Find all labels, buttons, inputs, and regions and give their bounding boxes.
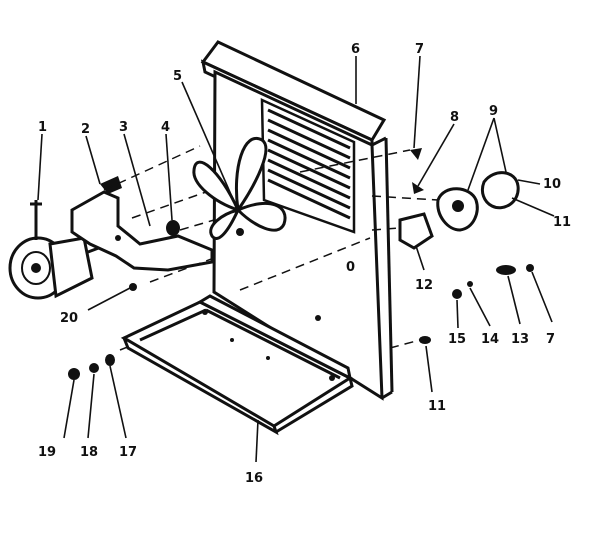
label-18: 18 xyxy=(80,445,98,460)
label-19: 19 xyxy=(38,445,56,460)
assembly-guide-lines xyxy=(103,145,439,351)
label-6: 6 xyxy=(351,42,360,57)
label-11-bottom: 11 xyxy=(428,399,446,414)
label-4: 4 xyxy=(161,120,170,135)
label-10: 10 xyxy=(543,177,561,192)
label-3: 3 xyxy=(119,120,128,135)
label-0: 0 xyxy=(346,260,355,275)
fan-blade xyxy=(192,136,287,240)
label-12-center: 12 xyxy=(415,278,433,293)
label-8: 8 xyxy=(450,110,459,125)
motor-assembly xyxy=(8,200,121,300)
part-labels: 1 2 3 4 5 6 7 8 9 10 11 12 0 20 15 14 13… xyxy=(38,42,571,486)
label-9: 9 xyxy=(489,104,498,119)
label-16: 16 xyxy=(245,471,263,486)
label-7-bottom: 7 xyxy=(546,332,555,347)
base-tray xyxy=(120,294,354,436)
hardware-parts xyxy=(68,148,534,380)
label-7-top: 7 xyxy=(415,42,424,57)
label-2: 2 xyxy=(81,122,90,137)
label-15: 15 xyxy=(448,332,466,347)
grille-louvers xyxy=(267,108,351,220)
label-1: 1 xyxy=(38,120,47,135)
label-14: 14 xyxy=(481,332,499,347)
motor-bracket xyxy=(70,176,214,272)
label-5: 5 xyxy=(173,69,182,84)
label-13: 13 xyxy=(511,332,529,347)
leader-lines xyxy=(37,55,555,463)
label-11-right: 11 xyxy=(553,215,571,230)
label-20: 20 xyxy=(60,311,78,326)
label-17: 17 xyxy=(119,445,137,460)
